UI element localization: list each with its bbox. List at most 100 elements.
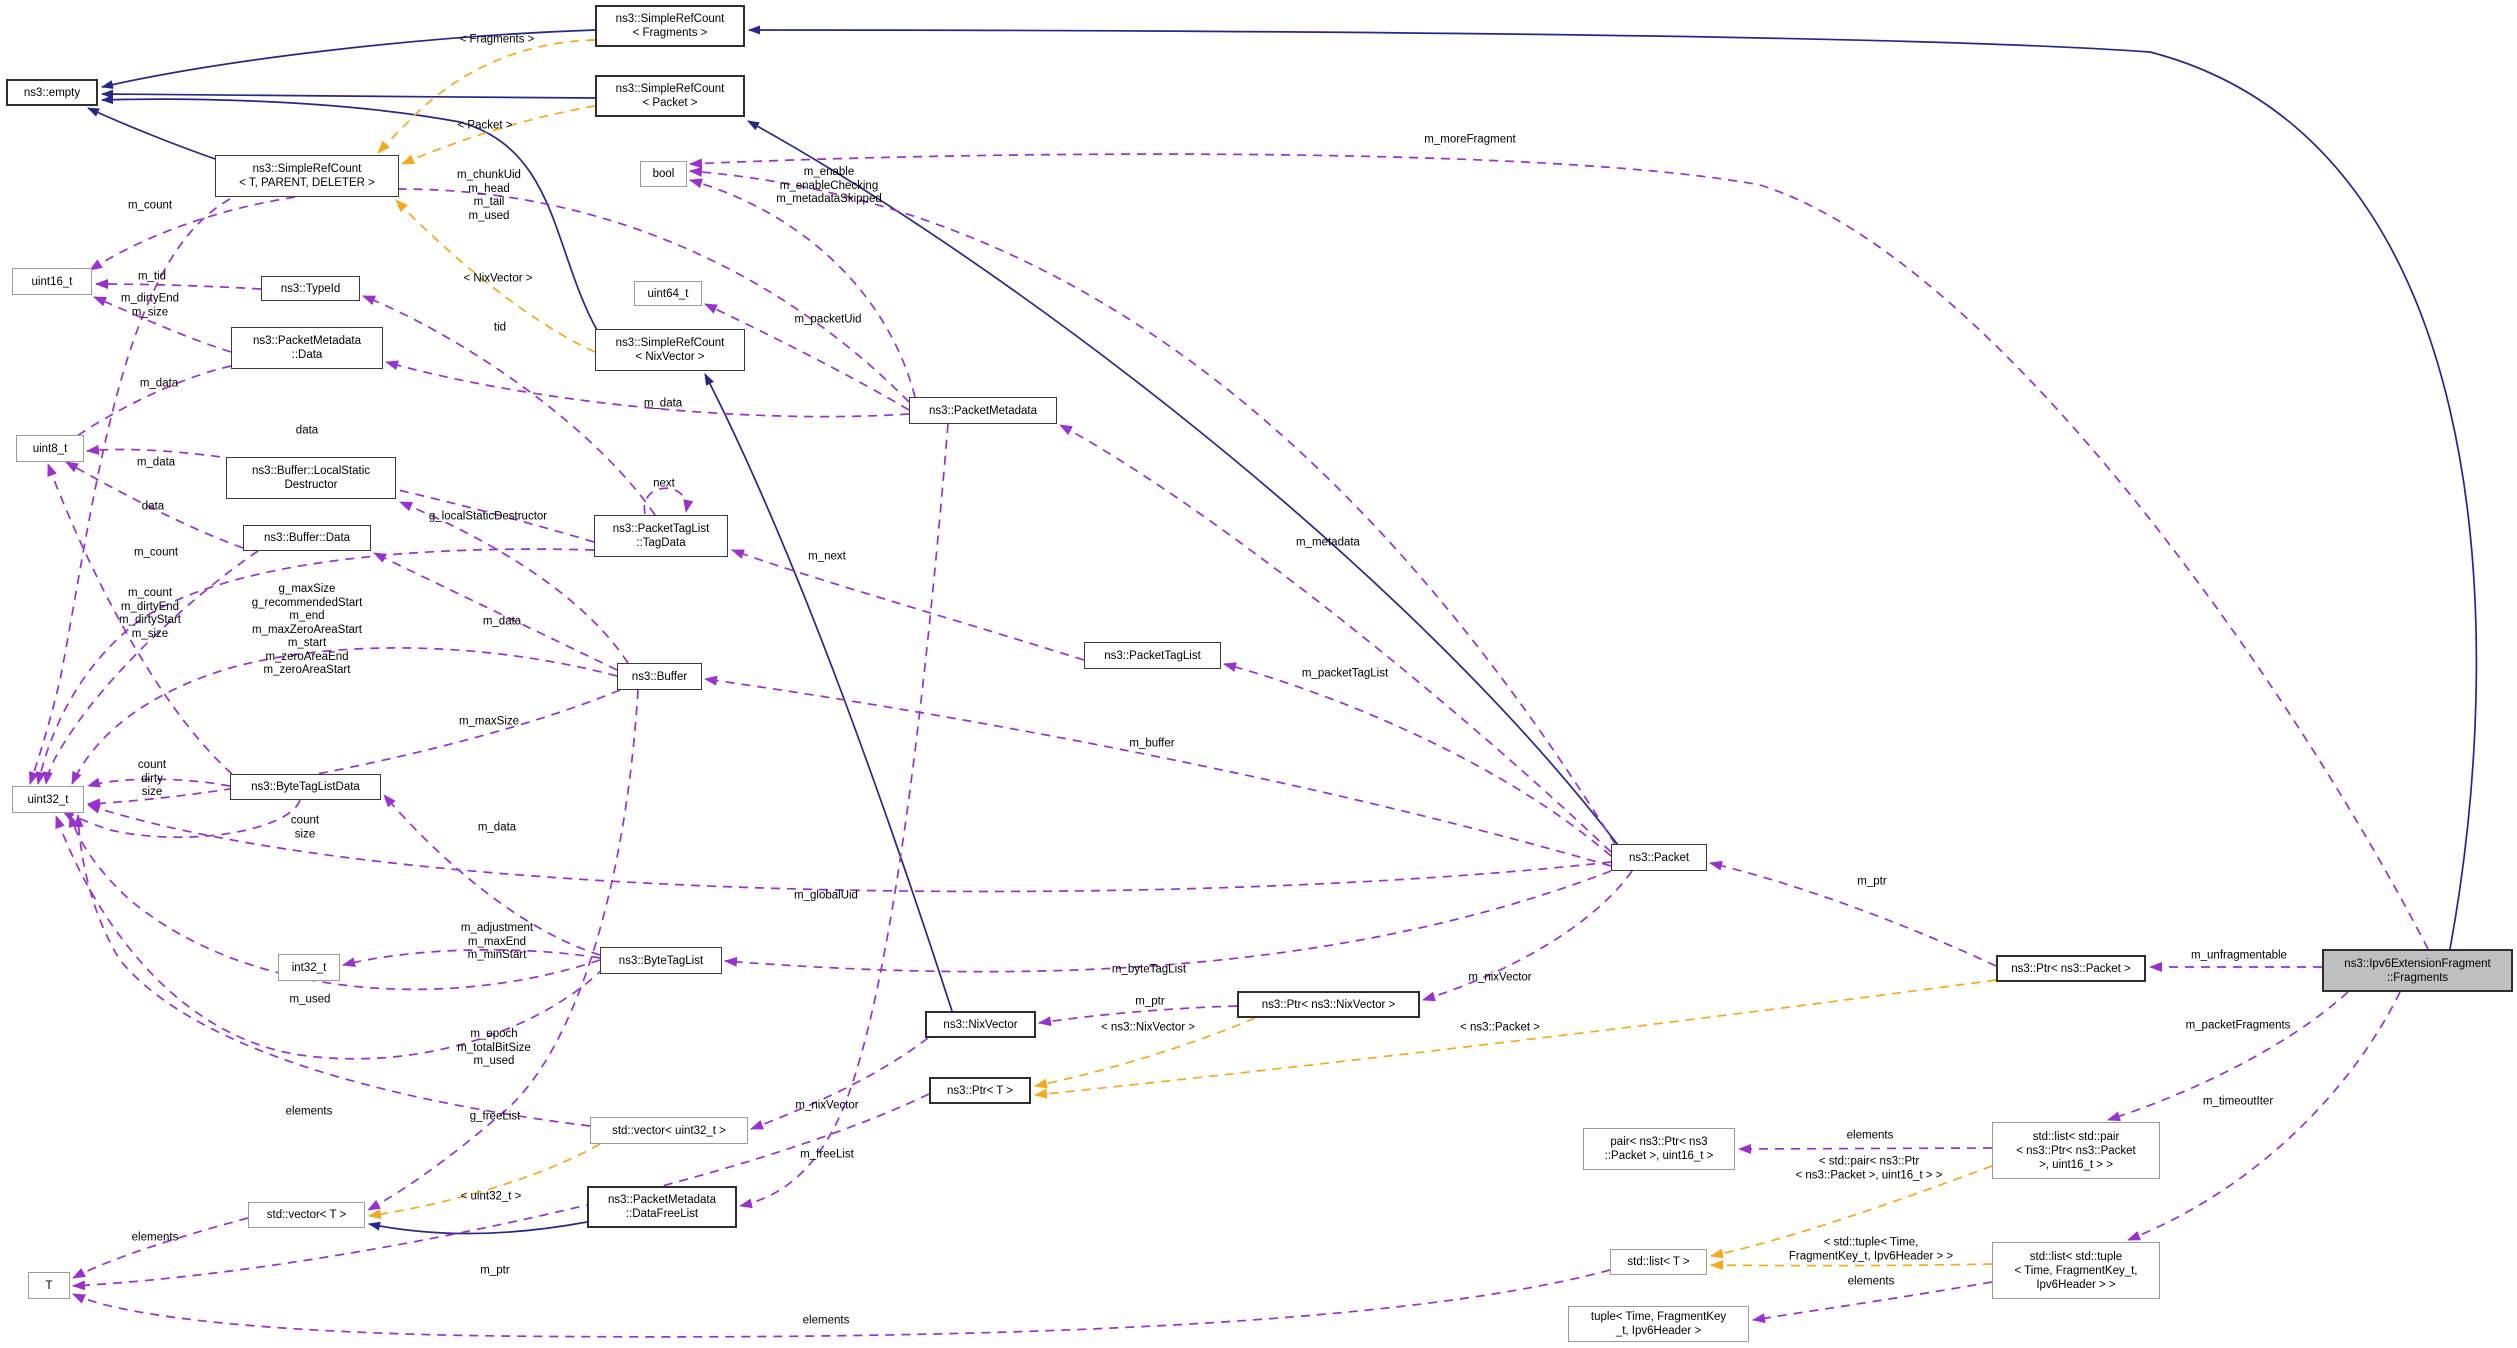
edge-packet-uint32 [87,804,1612,893]
edge-ptrPacket-ptrT [1034,979,1997,1099]
edge-vecU32-uint32 [73,814,591,1127]
node-ptrPacket[interactable]: ns3::Ptr< ns3::Packet > [1996,955,2146,982]
edge-vecT-T [72,1217,249,1279]
node-listPair[interactable]: std::list< std::pair < ns3::Ptr< ns3::Pa… [1992,1122,2160,1179]
node-srcT[interactable]: ns3::SimpleRefCount < T, PARENT, DELETER… [215,155,399,197]
node-int32[interactable]: int32_t [278,954,340,981]
edge-tagData-typeid [362,295,656,516]
edge-packet-ptrNix [1422,870,1633,1002]
node-listT[interactable]: std::list< T > [1610,1249,1707,1275]
node-tupleBox[interactable]: tuple< Time, FragmentKey _t, Ipv6Header … [1568,1306,1749,1342]
node-uint16[interactable]: uint16_t [12,268,92,295]
edge-ptrT-T [72,1093,930,1291]
node-bufData[interactable]: ns3::Buffer::Data [243,525,371,551]
edge-ptl-tagData [731,549,1085,661]
edge-buffer-uint32 [71,647,618,785]
edge-btl-uint32 [68,814,601,991]
edge-typeid-uint16 [95,279,262,290]
edge-pmData-uint8 [59,365,232,449]
edge-vecU32-vecT [368,1143,601,1220]
edge-ptrNix-nixvec [1038,1005,1238,1027]
edge-srcFragments-srcT [377,39,596,154]
edge-pktMeta-uint16 [89,188,910,403]
node-btld[interactable]: ns3::ByteTagListData [230,774,381,800]
node-listTuple[interactable]: std::list< std::tuple < Time, FragmentKe… [1992,1242,2160,1299]
edge-fragments-listTuple [2127,991,2401,1241]
edge-packet-srcPacket [747,120,1619,846]
edge-buffer-bufLSD [399,501,629,664]
edge-btl-uint32 [55,815,605,1060]
edge-buffer-bufData [373,552,618,671]
edge-btld-uint8 [47,463,233,775]
node-srcPacket[interactable]: ns3::SimpleRefCount < Packet > [595,75,745,117]
node-btl[interactable]: ns3::ByteTagList [600,947,722,974]
edge-srcPacket-srcT [401,105,596,165]
edge-pmData-uint16 [93,296,232,353]
node-bool[interactable]: bool [640,161,687,187]
edge-btld-uint32 [61,799,301,839]
edge-packet-ptl [1223,662,1612,857]
node-uint64[interactable]: uint64_t [634,281,702,306]
edge-packet-pktMeta [1059,424,1612,853]
node-vecT[interactable]: std::vector< T > [248,1202,365,1228]
edge-fragments-bool [689,153,2429,950]
edge-tagData-uint32 [35,548,595,785]
edge-listTuple-tupleBox [1752,1281,1993,1324]
node-pairBox[interactable]: pair< ns3::Ptr< ns3 ::Packet >, uint16_t… [1583,1128,1735,1170]
edge-pktMeta-pmData [385,360,910,418]
edge-srcFragments-empty [101,29,596,89]
edge-buffer-vecT [367,689,639,1211]
node-uint32[interactable]: uint32_t [12,786,84,813]
edge-bufData-uint32 [42,550,259,785]
node-buffer[interactable]: ns3::Buffer [617,663,702,690]
edge-packet-bool [689,166,1616,845]
node-ptrNix[interactable]: ns3::Ptr< ns3::NixVector > [1237,991,1420,1018]
node-srcNix[interactable]: ns3::SimpleRefCount < NixVector > [595,329,745,371]
node-tagData[interactable]: ns3::PacketTagList ::TagData [594,515,728,557]
edge-nixvec-srcNix [704,373,953,1012]
edge-btld-uint32 [87,777,231,788]
edge-listT-T [72,1269,1611,1338]
node-dfl[interactable]: ns3::PacketMetadata ::DataFreeList [587,1186,737,1228]
edge-pktMeta-dfl [739,423,949,1209]
edge-srcNix-empty [101,95,599,333]
edge-dfl-vecT [368,1221,588,1235]
node-empty[interactable]: ns3::empty [6,79,98,106]
edge-fragments-listPair [2107,991,2349,1122]
edge-btl-int32 [342,948,601,968]
edge-ptrNix-ptrT [1034,1017,1256,1089]
node-T[interactable]: T [28,1272,70,1299]
node-pmData[interactable]: ns3::PacketMetadata ::Data [231,327,383,369]
edge-listPair-listT [1710,1165,1993,1259]
edge-tagData-uint8 [86,444,595,543]
edge-packet-btl [724,870,1612,973]
node-ptrT[interactable]: ns3::Ptr< T > [929,1077,1031,1104]
edge-srcPacket-empty [101,89,596,99]
edge-ptrPacket-packet [1709,860,1997,967]
edge-btl-btld [383,794,601,956]
node-vecU32[interactable]: std::vector< uint32_t > [590,1117,748,1144]
edge-srcT-empty [87,107,219,161]
edge-packet-buffer [704,675,1612,867]
edge-tagData-tagData [643,487,694,515]
node-pktMeta[interactable]: ns3::PacketMetadata [909,397,1057,424]
edge-fragments-srcFragments [748,25,2478,950]
node-nixvec[interactable]: ns3::NixVector [925,1011,1036,1038]
node-typeid[interactable]: ns3::TypeId [261,276,360,301]
edge-srcT-uint32 [29,198,231,785]
node-ptl[interactable]: ns3::PacketTagList [1084,642,1221,669]
edge-srcNix-srcT [395,199,596,353]
edge-pktMeta-bool [689,178,916,398]
edge-buffer-uint32 [87,689,621,809]
edge-nixvec-vecU32 [750,1037,929,1130]
node-fragments[interactable]: ns3::Ipv6ExtensionFragment ::Fragments [2322,949,2513,992]
node-uint8[interactable]: uint8_t [16,435,84,462]
node-bufLSD[interactable]: ns3::Buffer::LocalStatic Destructor [226,457,396,499]
node-srcFragments[interactable]: ns3::SimpleRefCount < Fragments > [595,5,745,47]
edge-pktMeta-uint64 [704,303,910,411]
edge-listTuple-listT [1710,1260,1993,1271]
edge-bufData-uint8 [65,461,244,549]
node-packet[interactable]: ns3::Packet [1611,844,1707,871]
